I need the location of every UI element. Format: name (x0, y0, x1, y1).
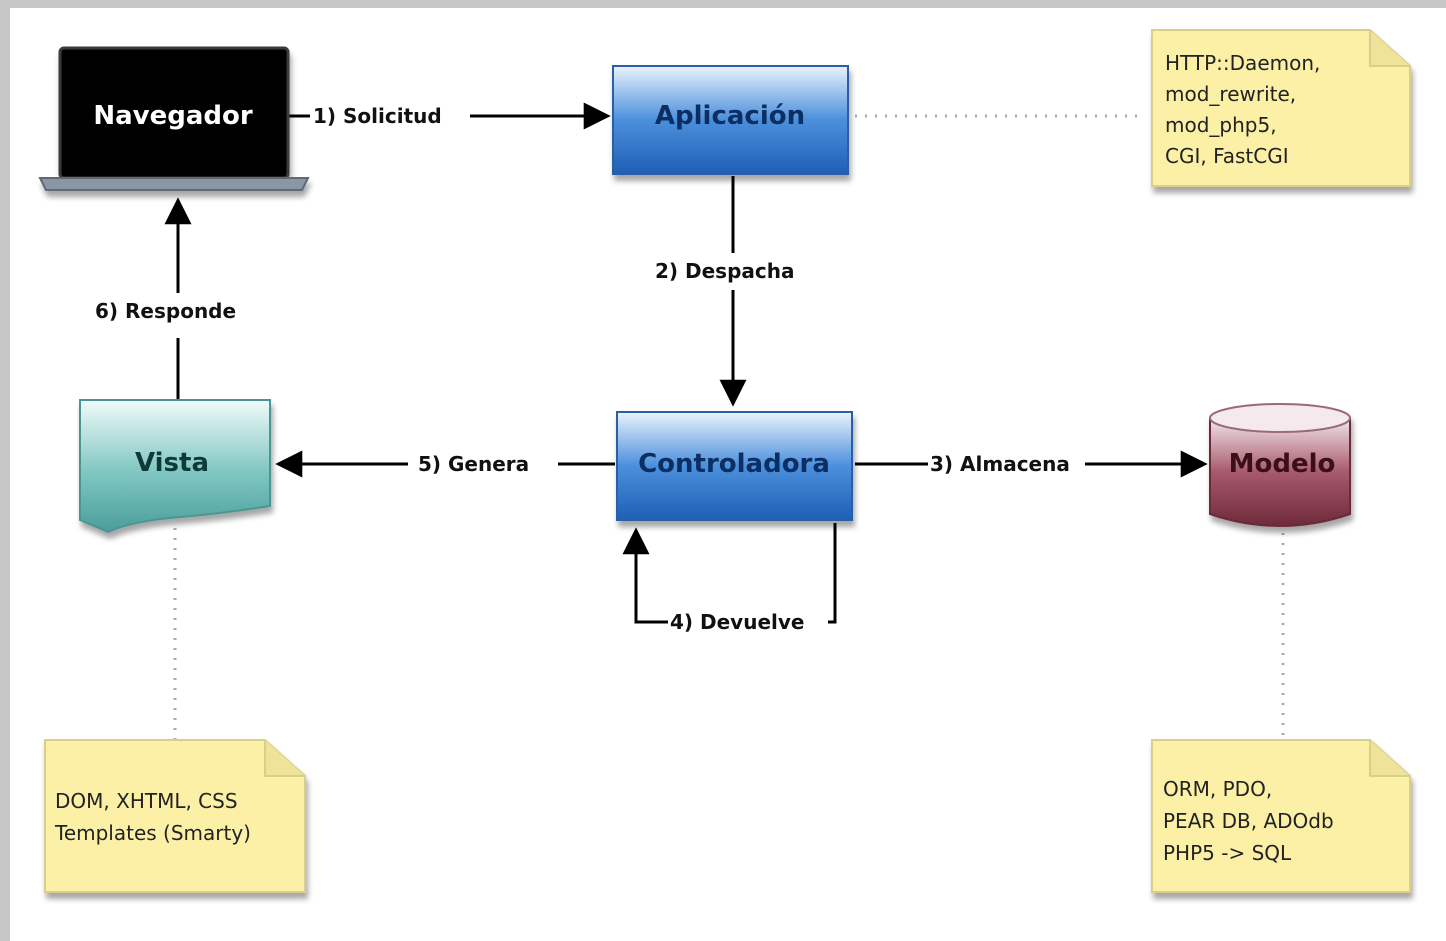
node-aplicacion (612, 65, 849, 175)
aplicacion-note-line-2: mod_rewrite, (1165, 82, 1296, 106)
edge-almacena-label: 3) Almacena (930, 452, 1070, 476)
modelo-note-line-2: PEAR DB, ADOdb (1163, 809, 1334, 833)
edge-genera-label: 5) Genera (418, 452, 529, 476)
node-vista (79, 399, 271, 534)
node-controladora (616, 411, 853, 521)
modelo-note-line-3: PHP5 -> SQL (1163, 841, 1292, 865)
node-modelo-label: Modelo (1229, 449, 1336, 479)
node-aplicacion-label: Aplicación (655, 101, 805, 131)
edge-devuelve-path-a (828, 523, 837, 624)
edge-despacha-label: 2) Despacha (655, 259, 795, 283)
node-vista-label: Vista (135, 448, 209, 478)
edge-devuelve-arrow (622, 527, 668, 624)
modelo-note (1151, 739, 1411, 893)
node-navegador-label: Navegador (93, 101, 253, 131)
navegador-laptop-icon (38, 46, 310, 191)
aplicacion-note-line-1: HTTP::Daemon, (1165, 51, 1320, 75)
mvc-diagram: HTTP::Daemon, mod_rewrite, mod_php5, CGI… (38, 29, 1411, 893)
node-modelo-cylinder-icon (1209, 403, 1351, 527)
node-controladora-label: Controladora (638, 449, 830, 479)
aplicacion-note-line-4: CGI, FastCGI (1165, 144, 1289, 168)
edge-devuelve-label: 4) Devuelve (670, 610, 804, 634)
diagram-canvas: HTTP::Daemon, mod_rewrite, mod_php5, CGI… (10, 8, 1446, 941)
edge-solicitud-label: 1) Solicitud (313, 104, 442, 128)
vista-note (44, 739, 306, 893)
vista-note-line-1: DOM, XHTML, CSS (55, 789, 238, 813)
aplicacion-note-line-3: mod_php5, (1165, 113, 1277, 137)
modelo-note-line-1: ORM, PDO, (1163, 777, 1272, 801)
edge-responde-label: 6) Responde (95, 299, 236, 323)
vista-note-line-2: Templates (Smarty) (54, 821, 251, 845)
aplicacion-note (1151, 29, 1411, 187)
